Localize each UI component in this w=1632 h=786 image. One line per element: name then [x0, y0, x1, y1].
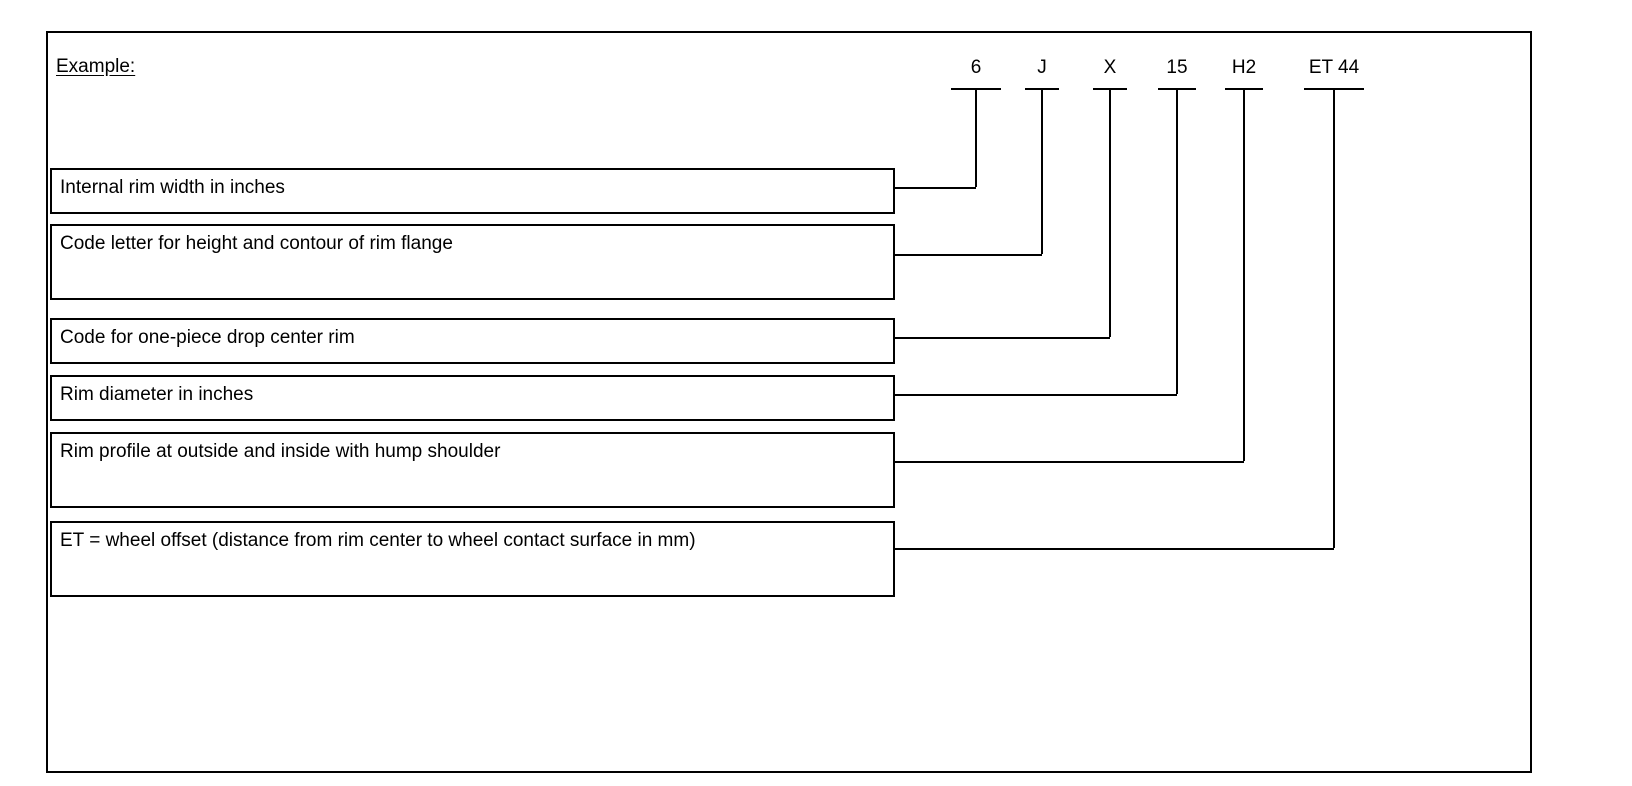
leader-line-5: [895, 461, 1244, 463]
code-label-j: J: [1037, 57, 1047, 78]
stem-line-4: [1176, 88, 1178, 394]
stem-line-1: [975, 88, 977, 187]
description-box-3: Code for one-piece drop center rim: [50, 318, 895, 364]
code-label-15: 15: [1166, 57, 1188, 78]
leader-line-2: [895, 254, 1042, 256]
stem-line-6: [1333, 88, 1335, 548]
leader-line-4: [895, 394, 1177, 396]
code-label-et-44: ET 44: [1308, 57, 1360, 78]
stem-line-2: [1041, 88, 1043, 254]
leader-line-3: [895, 337, 1110, 339]
example-heading: Example:: [56, 56, 136, 77]
description-box-6: ET = wheel offset (distance from rim cen…: [50, 521, 895, 597]
code-label-6: 6: [970, 57, 982, 78]
description-box-1: Internal rim width in inches: [50, 168, 895, 214]
code-label-x: X: [1103, 57, 1117, 78]
description-box-4: Rim diameter in inches: [50, 375, 895, 421]
description-text-5: Rim profile at outside and inside with h…: [60, 441, 501, 462]
description-text-4: Rim diameter in inches: [60, 384, 254, 405]
stem-line-3: [1109, 88, 1111, 337]
description-box-5: Rim profile at outside and inside with h…: [50, 432, 895, 508]
description-text-3: Code for one-piece drop center rim: [60, 327, 355, 348]
code-label-h2: H2: [1231, 57, 1257, 78]
leader-line-1: [895, 187, 976, 189]
description-text-6: ET = wheel offset (distance from rim cen…: [60, 530, 696, 551]
description-box-2: Code letter for height and contour of ri…: [50, 224, 895, 300]
description-text-1: Internal rim width in inches: [60, 177, 285, 198]
leader-line-6: [895, 548, 1334, 550]
description-text-2: Code letter for height and contour of ri…: [60, 233, 453, 254]
stem-line-5: [1243, 88, 1245, 461]
